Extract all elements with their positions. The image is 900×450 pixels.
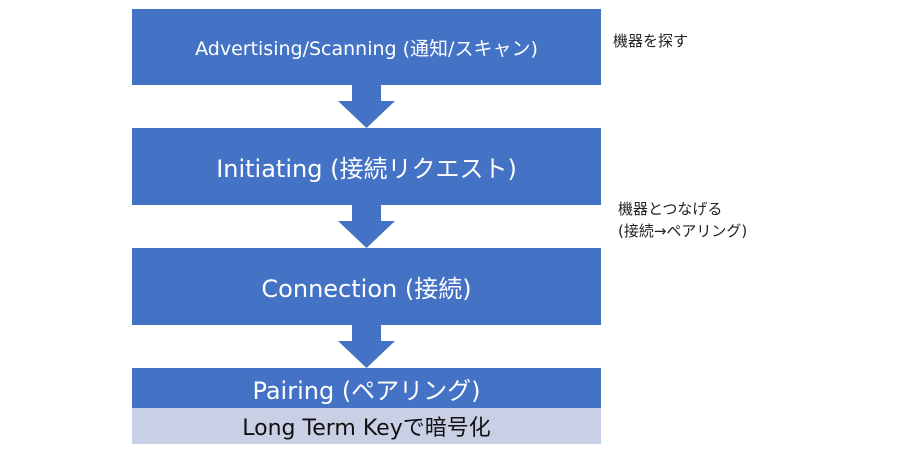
note-text: (接続→ペアリング) — [618, 222, 748, 240]
note-connect-devices: 機器とつなげる (接続→ペアリング) — [618, 198, 747, 242]
sub-label: Long Term Keyで暗号化 — [242, 416, 491, 441]
step-advertising-scanning: Advertising/Scanning (通知/スキャン) — [132, 9, 601, 85]
step-pairing: Pairing (ペアリング) — [132, 368, 601, 408]
down-arrow-icon — [338, 85, 395, 128]
down-arrow-icon — [338, 325, 395, 368]
pairing-encryption-note: Long Term Keyで暗号化 — [132, 408, 601, 444]
note-text: 機器とつなげる — [618, 200, 723, 218]
step-label: Initiating (接続リクエスト) — [216, 155, 517, 183]
step-connection: Connection (接続) — [132, 248, 601, 325]
note-find-devices: 機器を探す — [613, 30, 688, 52]
down-arrow-icon — [338, 205, 395, 248]
step-label: Pairing (ペアリング) — [252, 376, 481, 405]
step-label: Advertising/Scanning (通知/スキャン) — [195, 37, 538, 60]
step-initiating: Initiating (接続リクエスト) — [132, 128, 601, 205]
step-label: Connection (接続) — [261, 275, 472, 303]
note-text: 機器を探す — [613, 32, 689, 50]
